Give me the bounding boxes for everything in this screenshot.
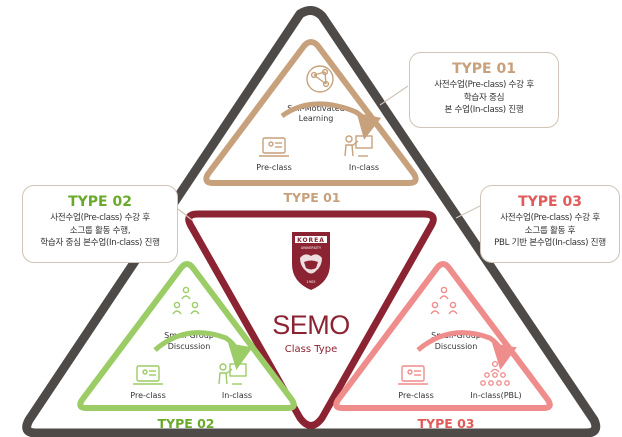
type01-callout-title: TYPE 01 [452,61,516,77]
type02-topic-line2: Discussion [168,342,211,351]
type02-flow-arrow [153,330,253,370]
type01-flow-arrow [280,101,382,140]
type03-group-icon [430,286,458,315]
type03-callout-line1: 사전수업(Pre-class) 수강 후 [500,213,600,223]
type03-callout-connector [455,205,481,219]
type01-name: TYPE 01 [283,190,340,205]
type01-callout-line2: 학습자 중심 [463,92,505,103]
type01-callout: TYPE 01 사전수업(Pre-class) 수강 후 학습자 중심 본 수업… [409,52,559,128]
type03-name: TYPE 03 [417,416,474,431]
type02-group-icon [172,286,200,315]
type02-in-label: In-class [222,391,252,400]
emblem-year: 1905 [306,280,315,284]
type03-flow-arrow [416,330,517,370]
semo-subtitle: Class Type [285,344,337,355]
emblem-subtext: UNIVERSITY [301,246,322,250]
type01-in-label: In-class [349,163,379,172]
type01-pre-label: Pre-class [256,163,291,172]
type02-callout-title: TYPE 02 [68,194,132,210]
type01-callout-line1: 사전수업(Pre-class) 수강 후 [434,80,534,90]
type02-computer-icon [133,365,163,385]
type03-callout-line2: 소그룹 활동 후 [524,225,576,236]
korea-university-emblem: KOREA UNIVERSITY 1905 [292,232,330,290]
type01-topic-line1: Self-Motivated [287,104,344,113]
type02-name: TYPE 02 [157,416,214,431]
type02-callout-line3: 학습자 중심 본수업(In-class) 진행 [40,238,160,248]
type03-callout-title: TYPE 03 [518,194,582,210]
type01-callout-connector [379,85,409,106]
type02-pre-label: Pre-class [130,391,165,400]
type03-audience-icon [480,360,510,386]
type03-callout-line3: PBL 기반 본수업(In-class) 진행 [494,238,606,248]
type03-pre-label: Pre-class [398,391,433,400]
type03-callout: TYPE 03 사전수업(Pre-class) 수강 후 소그룹 활동 후 PB… [480,185,620,263]
type01-computer-icon [259,137,289,157]
type02-callout-line1: 사전수업(Pre-class) 수강 후 [50,213,150,223]
type03-computer-icon [398,365,428,385]
type01-network-icon [306,65,334,93]
emblem-text: KOREA [297,237,325,244]
type02-callout: TYPE 02 사전수업(Pre-class) 수강 후 소그룹 활동 수행, … [22,185,178,263]
type01-teacher-icon [344,135,373,157]
type02-callout-connector [177,208,193,221]
semo-title: SEMO [272,310,350,340]
type03-topic-line2: Discussion [435,342,478,351]
type03-in-label: In-class(PBL) [470,391,521,400]
type02-callout-line2: 소그룹 활동 수행, [69,225,131,236]
type01-topic-line2: Learning [299,114,334,123]
type02-teacher-icon [218,363,247,385]
type01-callout-line3: 본 수업(In-class) 진행 [444,105,524,115]
